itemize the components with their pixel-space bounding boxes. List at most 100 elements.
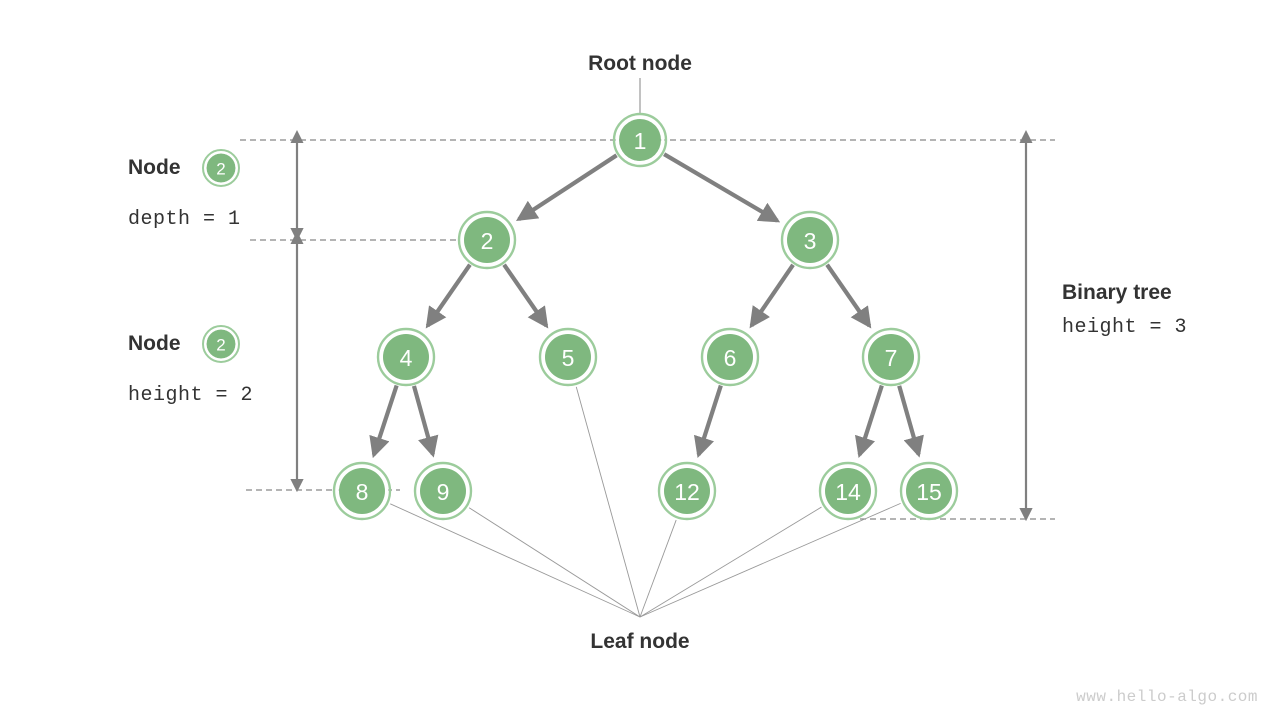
node-outer-ring [657,461,717,521]
badge-outer-ring [202,325,240,363]
node-value: 3 [804,228,817,254]
node-inner-gap [783,213,837,267]
node-inner-gap [902,464,956,518]
tree-node-14[interactable]: 14 [818,461,878,521]
node-outer-ring [780,210,840,270]
node-outer-ring [818,461,878,521]
tree-node-8[interactable]: 8 [332,461,392,521]
node-outer-ring [332,461,392,521]
leaf-leader-lines [390,78,901,618]
node-outer-ring [899,461,959,521]
node-inner-gap [541,330,595,384]
node-fill [339,468,385,514]
tree-node-2[interactable]: 2 [457,210,517,270]
badge-fill [206,153,236,183]
node-fill [906,468,952,514]
node-height-annotation-value: height = 2 [128,384,254,407]
height-annotation-node-badge: 2 [202,325,240,363]
tree-node-12[interactable]: 12 [657,461,717,521]
node-outer-ring [457,210,517,270]
leaf-leader-line [639,506,822,618]
tree-edge [663,152,781,223]
node-inner-gap [335,464,389,518]
node-fill [707,334,753,380]
tree-edges [369,152,924,459]
leaf-leader-line [468,507,641,618]
badge-outer-ring [202,149,240,187]
annotation-badges: 22 [202,149,240,363]
tree-node-9[interactable]: 9 [413,461,473,521]
tree-node-6[interactable]: 6 [700,327,760,387]
tree-edge [825,263,872,329]
badge-fill [206,329,236,359]
node-outer-ring [861,327,921,387]
watermark: www.hello-algo.com [1076,688,1258,706]
leaf-node-label: Leaf node [590,630,690,653]
node-height-annotation-title: Node [128,332,181,355]
node-inner-gap [703,330,757,384]
tree-edge [855,384,884,459]
node-depth-annotation-title: Node [128,156,181,179]
node-fill [825,468,871,514]
node-value: 5 [562,345,575,371]
node-outer-ring [413,461,473,521]
node-value: 4 [400,345,413,371]
node-value: 14 [835,479,861,505]
node-depth-annotation-value: depth = 1 [128,208,241,231]
node-fill [420,468,466,514]
root-node-label: Root node [588,52,692,75]
node-outer-ring [612,112,668,168]
node-value: 8 [356,479,369,505]
tree-edge [749,263,795,329]
dimension-arrows [290,130,1033,522]
tree-edge [502,263,549,329]
tree-node-4[interactable]: 4 [376,327,436,387]
tree-edge [369,384,399,459]
node-outer-ring [700,327,760,387]
node-value: 7 [885,345,898,371]
node-fill [619,119,661,161]
leaf-leader-line [390,503,641,618]
tree-node-7[interactable]: 7 [861,327,921,387]
node-value: 15 [916,479,942,505]
tree-node-5[interactable]: 5 [538,327,598,387]
node-inner-gap [416,464,470,518]
node-value: 2 [481,228,494,254]
tree-node-3[interactable]: 3 [780,210,840,270]
binary-tree-height-title: Binary tree [1062,281,1172,304]
depth-annotation-node-badge: 2 [202,149,240,187]
leaf-leader-line [639,519,677,618]
node-outer-ring [376,327,436,387]
node-fill [545,334,591,380]
node-fill [664,468,710,514]
node-inner-gap [660,464,714,518]
tree-node-1[interactable]: 1 [612,112,668,168]
badge-inner-gap [204,151,238,185]
leaf-leader-line [639,502,901,618]
node-fill [868,334,914,380]
node-value: 1 [634,128,647,154]
tree-node-15[interactable]: 15 [899,461,959,521]
tree-edge [411,385,439,458]
node-fill [383,334,429,380]
tree-edge [897,385,924,458]
node-fill [787,217,833,263]
badge-value: 2 [216,160,225,179]
node-value: 6 [724,345,737,371]
node-inner-gap [460,213,514,267]
badge-value: 2 [216,336,225,355]
tree-edge [515,153,618,222]
badge-inner-gap [204,327,238,361]
node-inner-gap [821,464,875,518]
node-inner-gap [864,330,918,384]
leaf-leader-line [575,386,641,618]
tree-edge [425,263,472,329]
binary-tree-height-value: height = 3 [1062,316,1188,339]
node-inner-gap [379,330,433,384]
node-inner-gap [615,115,665,165]
node-outer-ring [538,327,598,387]
tree-edge [694,384,723,459]
